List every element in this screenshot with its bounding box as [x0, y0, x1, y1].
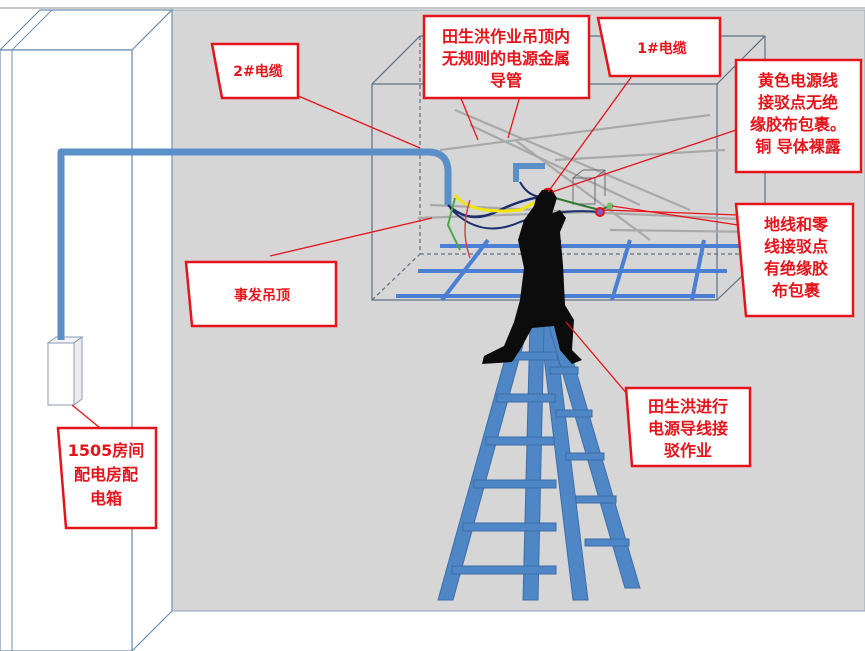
callout-ground-neutral-line-4: 布包裹 [772, 281, 821, 300]
callout-distribution-box-line-1: 1505房间 [68, 441, 145, 460]
cable-2-line [57, 148, 452, 340]
callout-conduit: 田生洪作业吊顶内 无规则的电源金属 导管 [422, 14, 591, 100]
ground-joint-marker [606, 202, 614, 210]
distribution-room-pillar [0, 8, 174, 651]
callout-distribution-box-line-2: 配电房配 [74, 465, 138, 484]
callout-distribution-box-line-3: 电箱 [90, 489, 122, 508]
callout-ground-neutral-line-3: 有绝缘胶 [764, 259, 828, 278]
callout-conduit-line-2: 无规则的电源金属 [441, 49, 570, 68]
neutral-joint-marker [595, 207, 605, 217]
callout-cable-2-line-1: 2#电缆 [233, 63, 282, 80]
callout-yellow-joint-line-1: 黄色电源线 [758, 71, 838, 90]
callout-conduit-line-3: 导管 [490, 71, 522, 90]
callout-ceiling-line-1: 事发吊顶 [234, 287, 290, 304]
callout-distribution-box: 1505房间 配电房配 电箱 [56, 426, 158, 530]
callout-yellow-joint-line-2: 接驳点无绝 [758, 93, 838, 112]
callout-cable-1: 1#电缆 [596, 16, 722, 78]
callout-yellow-joint-line-4: 铜 导体裸露 [755, 137, 842, 156]
callout-ceiling: 事发吊顶 [184, 260, 338, 328]
cable-1-stub [513, 163, 545, 182]
distribution-box [46, 336, 84, 406]
callout-ground-neutral-line-2: 线接驳点 [764, 237, 828, 256]
callout-worker-line-3: 驳作业 [664, 441, 712, 460]
callout-cable-1-line-1: 1#电缆 [637, 40, 686, 57]
metal-conduits [417, 108, 761, 241]
callout-conduit-line-1: 田生洪作业吊顶内 [442, 27, 570, 46]
callout-pointers [71, 64, 739, 433]
callout-ground-neutral-line-1: 地线和零 [764, 215, 829, 234]
callout-cable-2: 2#电缆 [210, 42, 300, 100]
callout-worker-line-1: 田生洪进行 [648, 397, 728, 416]
ladder [437, 322, 641, 601]
worker-silhouette [482, 190, 582, 364]
callout-yellow-joint-line-3: 缘胶布包裹。 [750, 115, 846, 134]
callout-yellow-joint: 黄色电源线 接驳点无绝 缘胶布包裹。 铜 导体裸露 [734, 58, 863, 174]
callout-worker: 田生洪进行 电源导线接 驳作业 [624, 386, 752, 468]
callout-worker-line-2: 电源导线接 [648, 419, 728, 438]
callout-ground-neutral: 地线和零 线接驳点 有绝缘胶 布包裹 [734, 202, 855, 318]
